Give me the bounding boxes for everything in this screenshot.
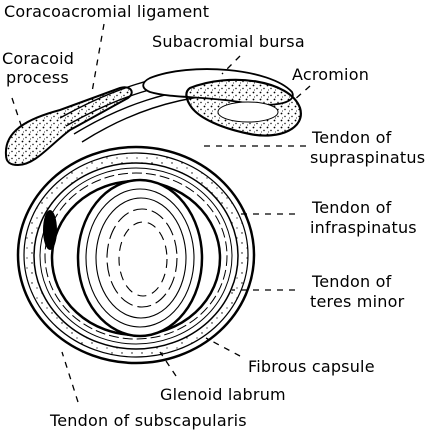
glenoid-cavity: [76, 178, 204, 338]
label-acromion: Acromion: [292, 65, 370, 84]
label-coracoacromial-ligament: Coracoacromial ligament: [4, 2, 210, 21]
label-fibrous-capsule: Fibrous capsule: [248, 357, 375, 376]
label-coracoid-process-line2: process: [6, 68, 69, 87]
label-teres-minor-line2: teres minor: [310, 292, 405, 311]
label-supraspinatus-line2: supraspinatus: [310, 148, 426, 167]
bursa-opening: [43, 210, 57, 250]
label-infraspinatus-line2: infraspinatus: [310, 218, 417, 237]
label-subacromial-bursa: Subacromial bursa: [152, 32, 305, 51]
label-subscapularis: Tendon of subscapularis: [50, 411, 247, 430]
label-supraspinatus-line1: Tendon of: [312, 128, 392, 147]
glenoid-cartilage-lines: [85, 188, 195, 328]
label-infraspinatus-line1: Tendon of: [312, 198, 392, 217]
coracoid-process: [4, 86, 133, 167]
tendon-fibers: [39, 167, 233, 345]
leader-lines: [11, 23, 311, 403]
label-glenoid-labrum: Glenoid labrum: [160, 385, 286, 404]
acromion-highlight: [217, 101, 279, 123]
label-coracoid-process-line1: Coracoid: [2, 49, 75, 68]
label-teres-minor-line1: Tendon of: [312, 272, 392, 291]
